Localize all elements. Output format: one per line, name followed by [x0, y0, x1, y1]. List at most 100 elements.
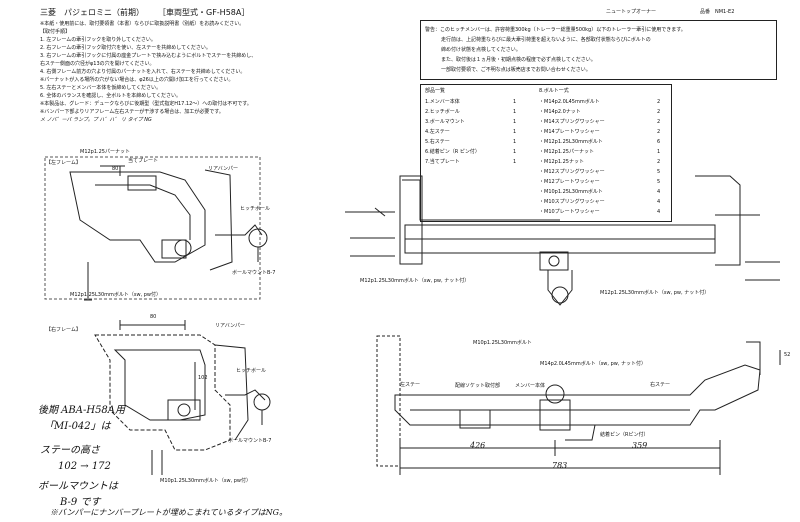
bolt-item: ・M10スプリングワッシャー [539, 199, 605, 205]
bolt-qty: 5 [657, 169, 661, 175]
bolt-qty: 4 [657, 209, 661, 215]
bolt-spec-label: M14p2.0L45mmボルト（sw, pw, ナット付） [540, 361, 647, 367]
bolt-item: ・M12p1.25パーナット [539, 149, 594, 155]
bolt-item: ・M14スプリングワッシャー [539, 119, 605, 125]
note-line: ※バンパー下部よりリアフレーム左右ステーが干渉する場合は、加工が必要です。 [40, 109, 224, 115]
ball-mount-label: ボールマウントB-7 [232, 270, 276, 276]
member-body-label: メンバー本体 [515, 383, 546, 389]
parts-list-title: 部品一覧 [425, 88, 446, 94]
handwritten-note: B-9 です [60, 497, 101, 508]
left-frame-drawing [44, 156, 268, 301]
right-frame-drawing [94, 320, 271, 475]
note-line: ※本紙・使用前には、取付要領書（本書）ならびに取扱説明書（別紙）をお読みください… [40, 21, 245, 27]
note-line: ※本製品は、グレード：デュークならびに後期型（型式指定H17.12～）への取付は… [40, 101, 252, 107]
warning-line: 締め付け状態を点検してください。 [441, 47, 521, 53]
rear-bumper-label: リアバンパー [215, 323, 246, 329]
part-qty: 1 [513, 129, 517, 135]
model-code: ［車両型式・GF-H58A］ [158, 8, 250, 17]
note-line: 右ステー側面の穴径がφ13の穴を開けてください。 [40, 61, 155, 67]
bolt-qty: 6 [657, 139, 661, 145]
note-line: ※パーナットが入る場所の穴がない場合は、φ26以上の穴開け加工を行ってください。 [40, 77, 234, 83]
bolt-spec-label: M10p1.25L30mmボルト [473, 340, 532, 346]
bolt-qty: 2 [657, 159, 661, 165]
parts-list-box: 部品一覧 1.メンバー本体 1 2.ヒッチボール 1 3.ボールマウント 1 4… [420, 84, 672, 222]
bolt-qty: 2 [657, 109, 661, 115]
dimension-label: 783 [552, 461, 568, 470]
doc-title: 三菱 パジェロミニ（前期） [40, 8, 144, 17]
bolt-spec-label: M12p1.25L30mmボルト（sw, pw, ナット付） [360, 278, 470, 284]
dimension-label: 426 [470, 441, 486, 450]
part-item: 7.当てプレート [425, 159, 460, 165]
part-item: 4.左ステー [425, 129, 450, 135]
socket-label: 配線ソケット取付部 [455, 383, 501, 389]
bolt-qty: 2 [657, 99, 661, 105]
bolt-spec-label: M12p1.25L30mmボルト（sw, pw付） [70, 292, 162, 298]
bolt-set-title: 8.ボルト一式 [539, 88, 569, 94]
bolt-qty: 1 [657, 149, 661, 155]
bolt-spec-label: M12p1.25L30mmボルト（sw, pw, ナット付） [600, 290, 710, 296]
hitch-ball-label: ヒッチボール [240, 206, 271, 212]
bolt-item: ・M14p2.0L45mmボルト [539, 99, 600, 105]
part-item: 1.メンバー本体 [425, 99, 460, 105]
dimension-label: 80 [150, 314, 157, 320]
note-line: 6. 全体のバランスを確認し、全ボルトを本締めしてください。 [40, 93, 181, 99]
left-stay-label: 左ステー [400, 382, 421, 388]
bolt-item: ・M12スプリングワッシャー [539, 169, 605, 175]
backing-plate-label: 当てプレート [128, 158, 159, 164]
bolt-item: ・M12p1.25ナット [539, 159, 584, 165]
right-stay-label: 右ステー [650, 382, 671, 388]
dimension-label: 52 [784, 352, 791, 358]
pin-label: 結着ピン（Rピン付） [600, 432, 649, 438]
handwritten-note: 後期 ABA-H58A用 [38, 405, 126, 416]
bar-nut-label: M12p1.25パーナット [80, 149, 130, 155]
bolt-item: ・M10p1.25L30mmボルト [539, 189, 603, 195]
rear-bumper-label: リアバンパー [208, 166, 239, 172]
maker-name: ニュートップオーナー [606, 9, 657, 15]
bolt-qty: 2 [657, 119, 661, 125]
handwritten-note: ※バンパーにナンバープレートが埋めこまれているタイプはNG。 [50, 508, 288, 517]
handwritten-note: ボールマウントは [38, 481, 118, 492]
warning-line: 警告：このヒッチメンバーは、許容荷重300kg（トレーラー総重量500kg）以下… [425, 27, 686, 33]
left-frame-label: 【左フレーム】 [46, 160, 81, 166]
part-item: 2.ヒッチボール [425, 109, 460, 115]
bolt-item: ・M10プレートワッシャー [539, 209, 600, 215]
side-hitch-drawing [376, 335, 781, 475]
bolt-item: ・M14プレートワッシャー [539, 129, 600, 135]
note-line: 【取付手順】 [40, 29, 71, 35]
note-line: 2. 右フレームの牽引フック取付穴を使い、左ステーを共締めしてください。 [40, 45, 211, 51]
bolt-spec-label: M10p1.25L30mmボルト（sw, pw付） [160, 478, 252, 484]
note-line: 3. 右フレームの牽引フックに付属の座金プレートで挟み込むようにボルトでステーを… [40, 53, 257, 59]
note-line: 1. 左フレームの牽引フックを取り外してください。 [40, 37, 156, 43]
dimension-label: 102 [198, 375, 208, 381]
bolt-qty: 2 [657, 129, 661, 135]
part-qty: 1 [513, 159, 517, 165]
part-item: 3.ボールマウント [425, 119, 465, 125]
handwritten-note: メ ノバ゛ーバ ランプ。プ ハ゛ハ゛ リ タイプ NG [40, 117, 152, 123]
bolt-qty: 5 [657, 179, 661, 185]
bolt-item: ・M12p1.25L30mmボルト [539, 139, 603, 145]
warning-line: 一部取付要領で、ご不明な点は販売店までお問い合わせください。 [441, 67, 591, 73]
part-qty: 1 [513, 109, 517, 115]
handwritten-note: ステーの高さ [40, 445, 100, 456]
dimension-label: 359 [632, 441, 648, 450]
product-number: 品番 NM1-E2 [700, 9, 735, 15]
part-qty: 1 [513, 149, 517, 155]
bolt-qty: 4 [657, 189, 661, 195]
warning-line: また、取付後は１ヵ月後・初期点検の程度で必ず点検してください。 [441, 57, 596, 63]
ball-mount-label: ボールマウントB-7 [228, 438, 272, 444]
note-line: 5. 左右ステーとメンバー本体を仮締めしてください。 [40, 85, 162, 91]
warning-line: 走行前は、上記荷重ならびに最大牽引荷重を超えないように、各部取付状態ならびにボル… [441, 37, 651, 43]
part-qty: 1 [513, 99, 517, 105]
bolt-item: ・M14p2.0ナット [539, 109, 581, 115]
dimension-label: 80 [112, 166, 119, 172]
handwritten-note: 「MI-042」は [44, 421, 111, 432]
part-item: 6.結着ピン（R ピン付） [425, 149, 480, 155]
warning-box: 警告：このヒッチメンバーは、許容荷重300kg（トレーラー総重量500kg）以下… [420, 20, 777, 80]
note-line: 4. 右側フレーム前方の穴より付属のパーナットを入れて、右ステーを共締めしてくだ… [40, 69, 246, 75]
handwritten-note: 102 → 172 [58, 461, 111, 472]
part-item: 5.右ステー [425, 139, 450, 145]
part-qty: 1 [513, 139, 517, 145]
right-frame-label: 【右フレーム】 [46, 327, 81, 333]
main-hitch-drawing [345, 175, 780, 306]
